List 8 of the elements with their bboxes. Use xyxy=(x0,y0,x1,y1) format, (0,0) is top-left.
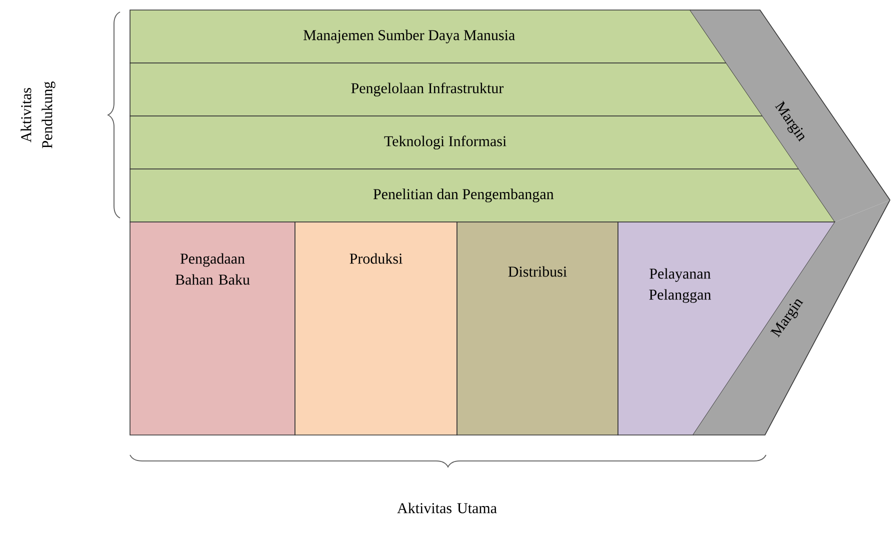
primary-activity-cell: Pengadaan Bahan Baku xyxy=(130,222,296,436)
primary-activity-cell: Distribusi xyxy=(456,222,618,436)
group-label: Aktivitas Pendukung xyxy=(20,82,56,148)
support-activity-band: Penelitian dan Pengembangan xyxy=(130,168,836,222)
support-activity-band: Pengelolaan Infrastruktur xyxy=(130,62,764,116)
group-label: Aktivitas Utama xyxy=(397,502,497,514)
primary-activity-cell: Produksi xyxy=(294,222,458,436)
support-activity-band: Manajemen Sumber Daya Manusia xyxy=(130,10,727,64)
